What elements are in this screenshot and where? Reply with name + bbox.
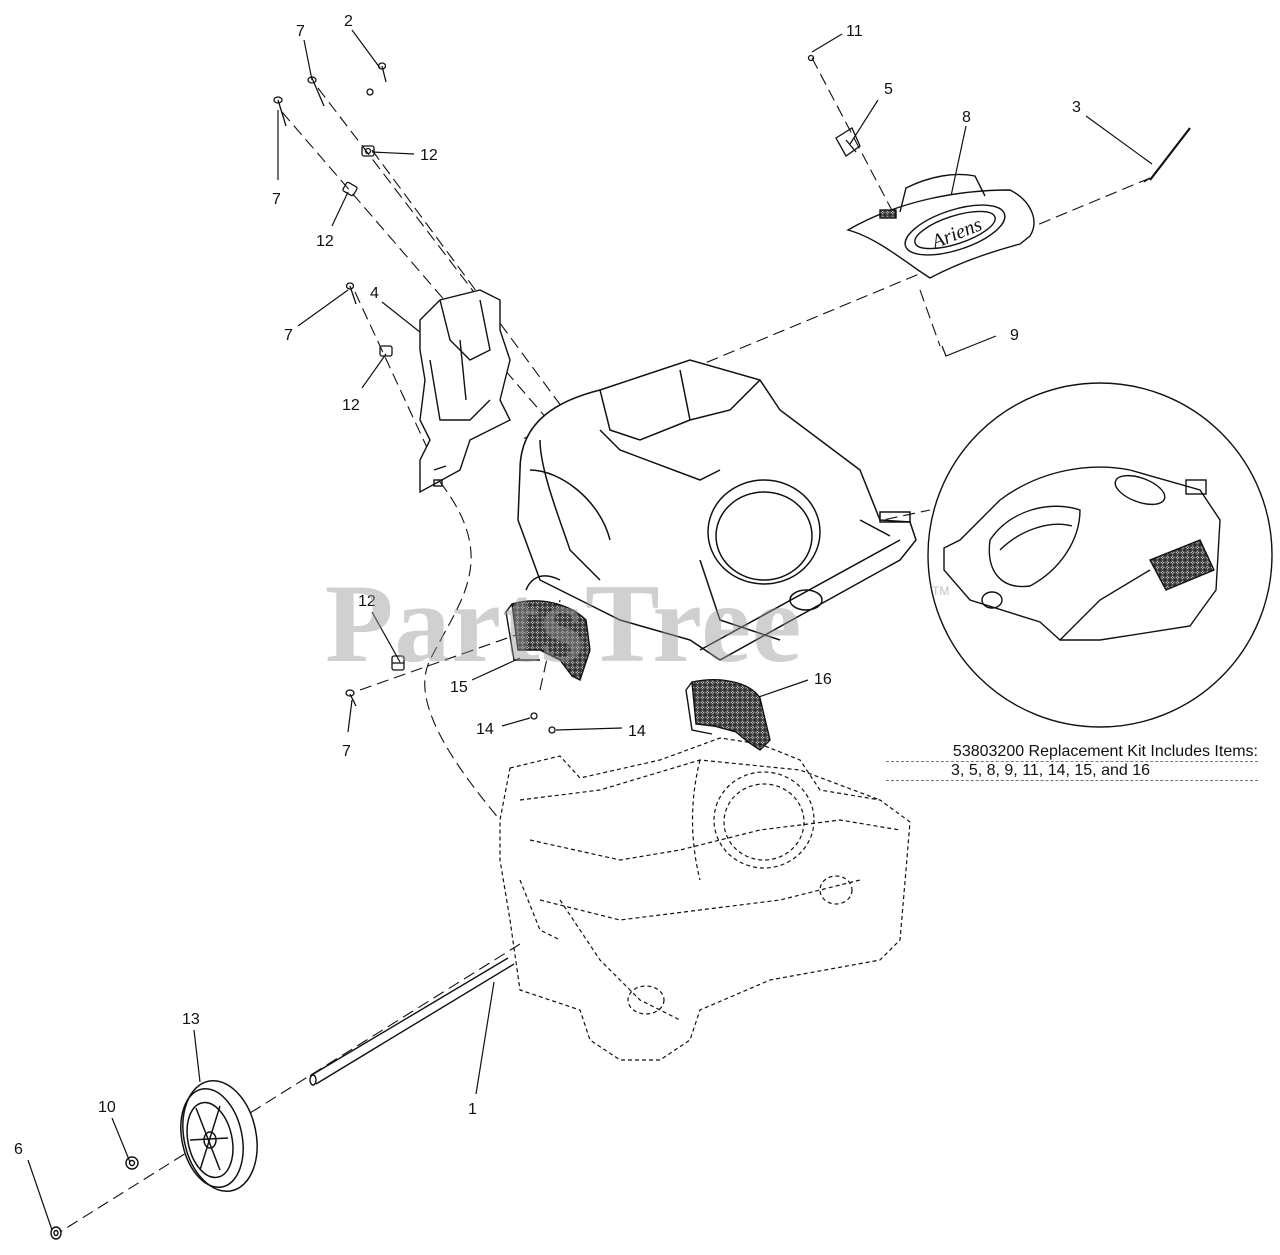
wheel-13 [180, 1079, 258, 1193]
callout-2: 2 [344, 13, 353, 30]
watermark-trademark: TM [932, 584, 950, 598]
callout-4: 4 [370, 285, 379, 302]
callout-14: 14 [476, 721, 494, 738]
callout-14: 14 [628, 723, 646, 740]
rod-3 [1143, 127, 1191, 183]
callout-10: 10 [98, 1099, 116, 1116]
callout-7: 7 [342, 743, 351, 760]
callout-9: 9 [1010, 327, 1019, 344]
washer-10 [125, 1156, 139, 1170]
screw-11 [807, 54, 815, 62]
callout-15: 15 [450, 679, 468, 696]
replacement-kit-note: 53803200 Replacement Kit Includes Items:… [886, 743, 1258, 781]
callout-12: 12 [342, 397, 360, 414]
discharge-chute-4 [419, 289, 511, 494]
callout-11: 11 [846, 23, 863, 40]
leader-lines [27, 29, 1153, 1231]
screw-7-top [307, 76, 325, 107]
callout-16: 16 [814, 671, 832, 688]
callout-12: 12 [358, 593, 376, 610]
callout-8: 8 [962, 109, 971, 126]
paddle-15 [505, 600, 591, 681]
upper-housing [517, 359, 917, 661]
nut-12-b [342, 181, 358, 197]
kit-note-line-1: 53803200 Replacement Kit Includes Items: [886, 743, 1258, 762]
chute-deflector-8: Ariens [846, 173, 1035, 279]
callout-3: 3 [1072, 99, 1081, 116]
callout-labels: 7 2 11 5 8 3 12 7 12 7 4 12 9 12 15 7 14… [14, 13, 1081, 1158]
paddle-16 [685, 679, 771, 751]
screw-14-b [548, 726, 556, 734]
nut-12-c [379, 345, 393, 357]
clip-5 [835, 127, 861, 157]
inset-detail-view [927, 382, 1273, 728]
callout-7: 7 [272, 191, 281, 208]
screw-2 [366, 62, 387, 96]
callout-7: 7 [296, 23, 305, 40]
nut-12-d [391, 655, 405, 671]
callout-5: 5 [884, 81, 893, 98]
screw-14-a [530, 712, 538, 720]
frame-assembly [499, 737, 911, 1061]
screw-7-mid [345, 282, 357, 305]
nut-12-a [361, 145, 375, 157]
callout-13: 13 [182, 1011, 200, 1028]
callout-12: 12 [420, 147, 438, 164]
axle-1 [309, 957, 515, 1086]
callout-6: 6 [14, 1141, 23, 1158]
nut-6 [50, 1226, 62, 1240]
screw-7-left [273, 96, 287, 127]
screw-7-lower [345, 689, 357, 707]
hardware-parts [273, 54, 1191, 734]
kit-note-line-2: 3, 5, 8, 9, 11, 14, 15, and 16 [886, 762, 1258, 781]
callout-7: 7 [284, 327, 293, 344]
callout-12: 12 [316, 233, 334, 250]
callout-1: 1 [468, 1101, 477, 1118]
